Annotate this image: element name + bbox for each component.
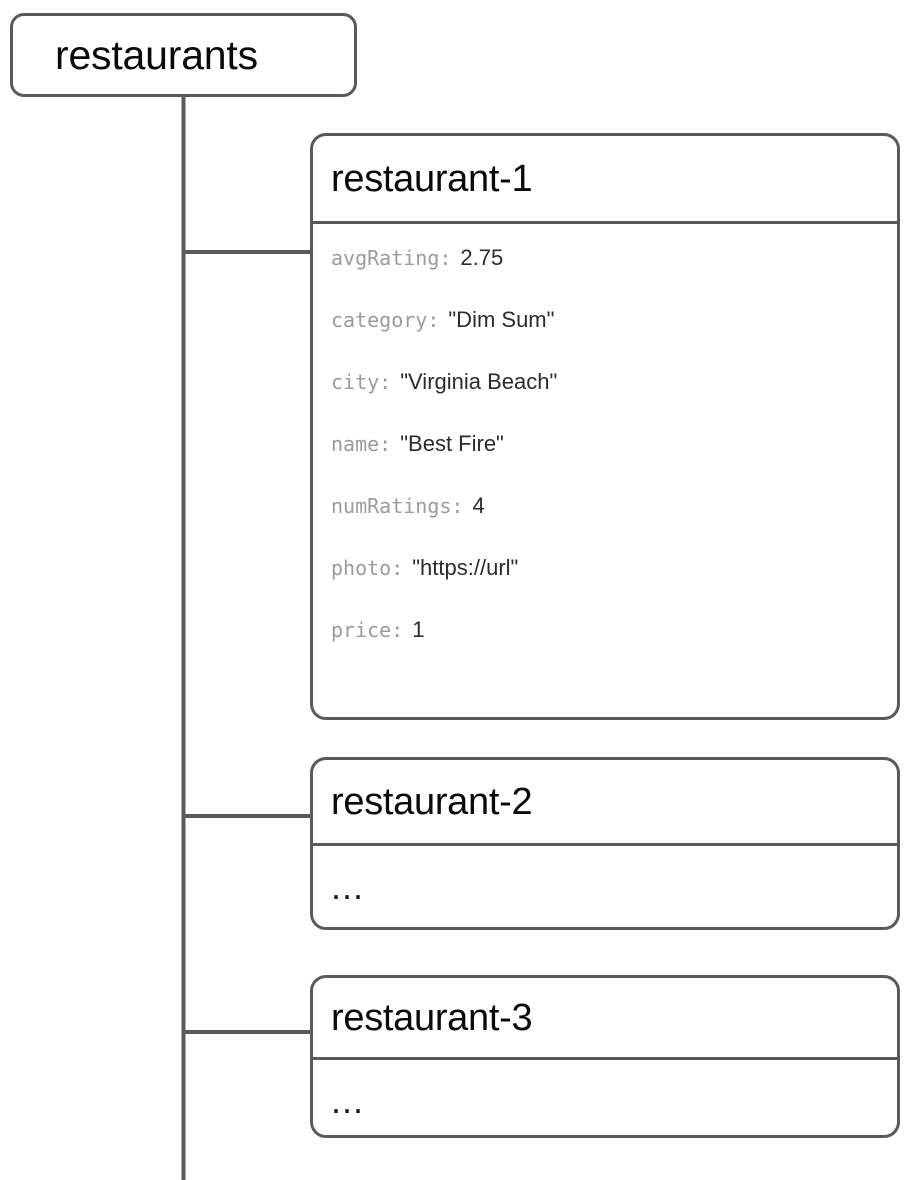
field-row: category: "Dim Sum" — [331, 307, 879, 369]
field-row: avgRating: 2.75 — [331, 245, 879, 307]
document-header: restaurant-3 — [313, 978, 897, 1060]
collection-label: restaurants — [55, 31, 258, 78]
document-header: restaurant-2 — [313, 760, 897, 846]
field-row: photo: "https://url" — [331, 555, 879, 617]
document-header: restaurant-1 — [313, 136, 897, 224]
document-card-restaurant-1[interactable]: restaurant-1 avgRating: 2.75 category: "… — [310, 133, 900, 720]
field-key: name: — [331, 432, 392, 456]
field-value: "Virginia Beach" — [400, 369, 558, 394]
document-fields: ... — [313, 846, 897, 927]
fields-placeholder: ... — [331, 865, 365, 907]
field-key: category: — [331, 308, 440, 332]
document-id-label: restaurant-2 — [331, 780, 533, 823]
field-value: "Dim Sum" — [448, 307, 555, 332]
field-row: numRatings: 4 — [331, 493, 879, 555]
document-card-restaurant-3[interactable]: restaurant-3 ... — [310, 975, 900, 1138]
field-value: "https://url" — [412, 555, 519, 580]
document-id-label: restaurant-3 — [331, 996, 533, 1039]
collection-node-restaurants[interactable]: restaurants — [10, 13, 357, 97]
field-key: avgRating: — [331, 246, 452, 270]
document-fields: ... — [313, 1060, 897, 1135]
fields-placeholder: ... — [331, 1079, 365, 1121]
field-value: 2.75 — [460, 245, 504, 270]
field-value: "Best Fire" — [400, 431, 504, 456]
field-row: city: "Virginia Beach" — [331, 369, 879, 431]
document-fields: avgRating: 2.75 category: "Dim Sum" city… — [313, 224, 897, 679]
field-key: price: — [331, 618, 404, 642]
field-value: 4 — [472, 493, 485, 518]
field-key: numRatings: — [331, 494, 464, 518]
field-key: photo: — [331, 556, 404, 580]
field-value: 1 — [412, 617, 425, 642]
document-id-label: restaurant-1 — [331, 157, 533, 200]
document-card-restaurant-2[interactable]: restaurant-2 ... — [310, 757, 900, 930]
field-row: price: 1 — [331, 617, 879, 679]
field-key: city: — [331, 370, 392, 394]
field-row: name: "Best Fire" — [331, 431, 879, 493]
